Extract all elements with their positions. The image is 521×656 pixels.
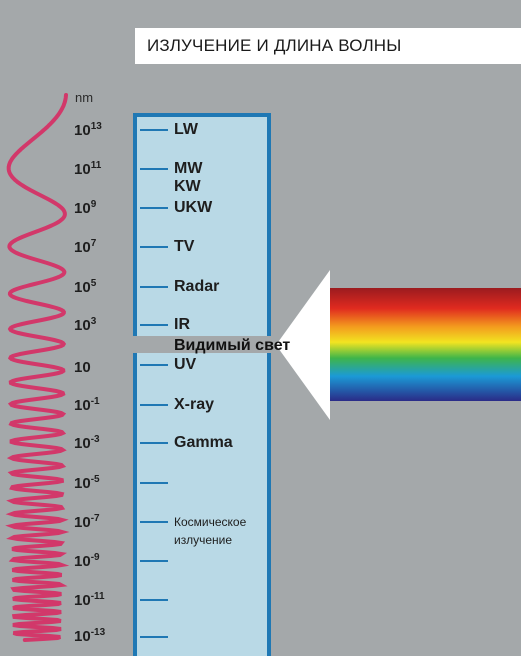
scale-exponent: -3 [90,434,100,445]
tick-10-7 [140,521,168,523]
band-label-uv: UV [174,356,197,373]
visible-light-label: Видимый свет [174,337,291,354]
scale-label: 10-11 [74,591,128,609]
scale-exponent: 5 [90,278,97,289]
scale-exponent: 9 [90,199,97,210]
band-label-lw: LW [174,121,198,138]
band-label-ir: IR [174,316,190,333]
band-label-kw: KW [174,178,201,195]
band-label-tv: TV [174,238,195,255]
scale-exponent: 13 [90,121,102,132]
band-label-cosmic-line1: Космическое [174,515,247,529]
band-label-cosmic-line2: излучение [174,533,233,547]
scale-base: 10 [74,239,91,256]
scale-label: 109 [74,199,128,217]
tick-radar [140,286,168,288]
tick-tv [140,246,168,248]
scale-label: 10-9 [74,552,128,570]
scale-exponent: -1 [90,396,100,407]
band-label-ukw: UKW [174,199,213,216]
band-label-radar: Radar [174,278,220,295]
scale-label: 10 [74,360,128,375]
scale-base: 10 [74,397,91,414]
scale-base: 10 [74,514,91,531]
scale-exponent: 11 [90,160,102,171]
spectrum-band-column [133,113,271,656]
scale-exponent: -11 [90,591,105,602]
scale-exponent: -13 [90,627,106,638]
title-box: ИЗЛУЧЕНИЕ И ДЛИНА ВОЛНЫ [135,28,521,64]
tick-10-9 [140,560,168,562]
scale-label: 10-5 [74,474,128,492]
scale-base: 10 [74,435,91,452]
tick-10-11 [140,599,168,601]
scale-base: 10 [74,475,91,492]
band-label-gamma: Gamma [174,434,233,451]
scale-base: 10 [74,628,91,645]
wavelength-wave [5,93,70,642]
scale-label: 10-7 [74,513,128,531]
scale-base: 10 [74,200,91,217]
scale-label: 1013 [74,121,128,139]
tick-lw [140,129,168,131]
tick-10-13 [140,636,168,638]
scale-label: 10-3 [74,434,128,452]
scale-exponent: 7 [90,238,97,249]
tick-mw [140,168,168,170]
tick-ir [140,324,168,326]
scale-base: 10 [74,553,91,570]
visible-light-gap [133,336,275,353]
scale-label: 10-13 [74,627,128,645]
tick-gamma [140,442,168,444]
scale-label: 105 [74,278,128,296]
band-label-mw: MW [174,160,203,177]
tick-xray [140,404,168,406]
scale-base: 10 [74,317,91,334]
scale-base: 10 [74,122,91,139]
scale-exponent: 3 [90,316,97,327]
scale-exponent: -5 [90,474,100,485]
scale-base: 10 [74,592,91,609]
scale-label: 107 [74,238,128,256]
scale-label: 103 [74,316,128,334]
band-label-xray: X-ray [174,396,215,413]
scale-exponent: -9 [90,552,100,563]
visible-light-arrow [276,270,330,420]
scale-base: 10 [74,359,91,376]
unit-label: nm [75,90,94,105]
tick-10-5 [140,482,168,484]
scale-base: 10 [74,279,91,296]
spectrum-beam [330,288,521,401]
page-title: ИЗЛУЧЕНИЕ И ДЛИНА ВОЛНЫ [147,36,402,55]
tick-ukw [140,207,168,209]
scale-base: 10 [74,161,91,178]
scale-label: 1011 [74,160,128,178]
tick-uv [140,364,168,366]
scale-label: 10-1 [74,396,128,414]
scale-exponent: -7 [90,513,100,524]
